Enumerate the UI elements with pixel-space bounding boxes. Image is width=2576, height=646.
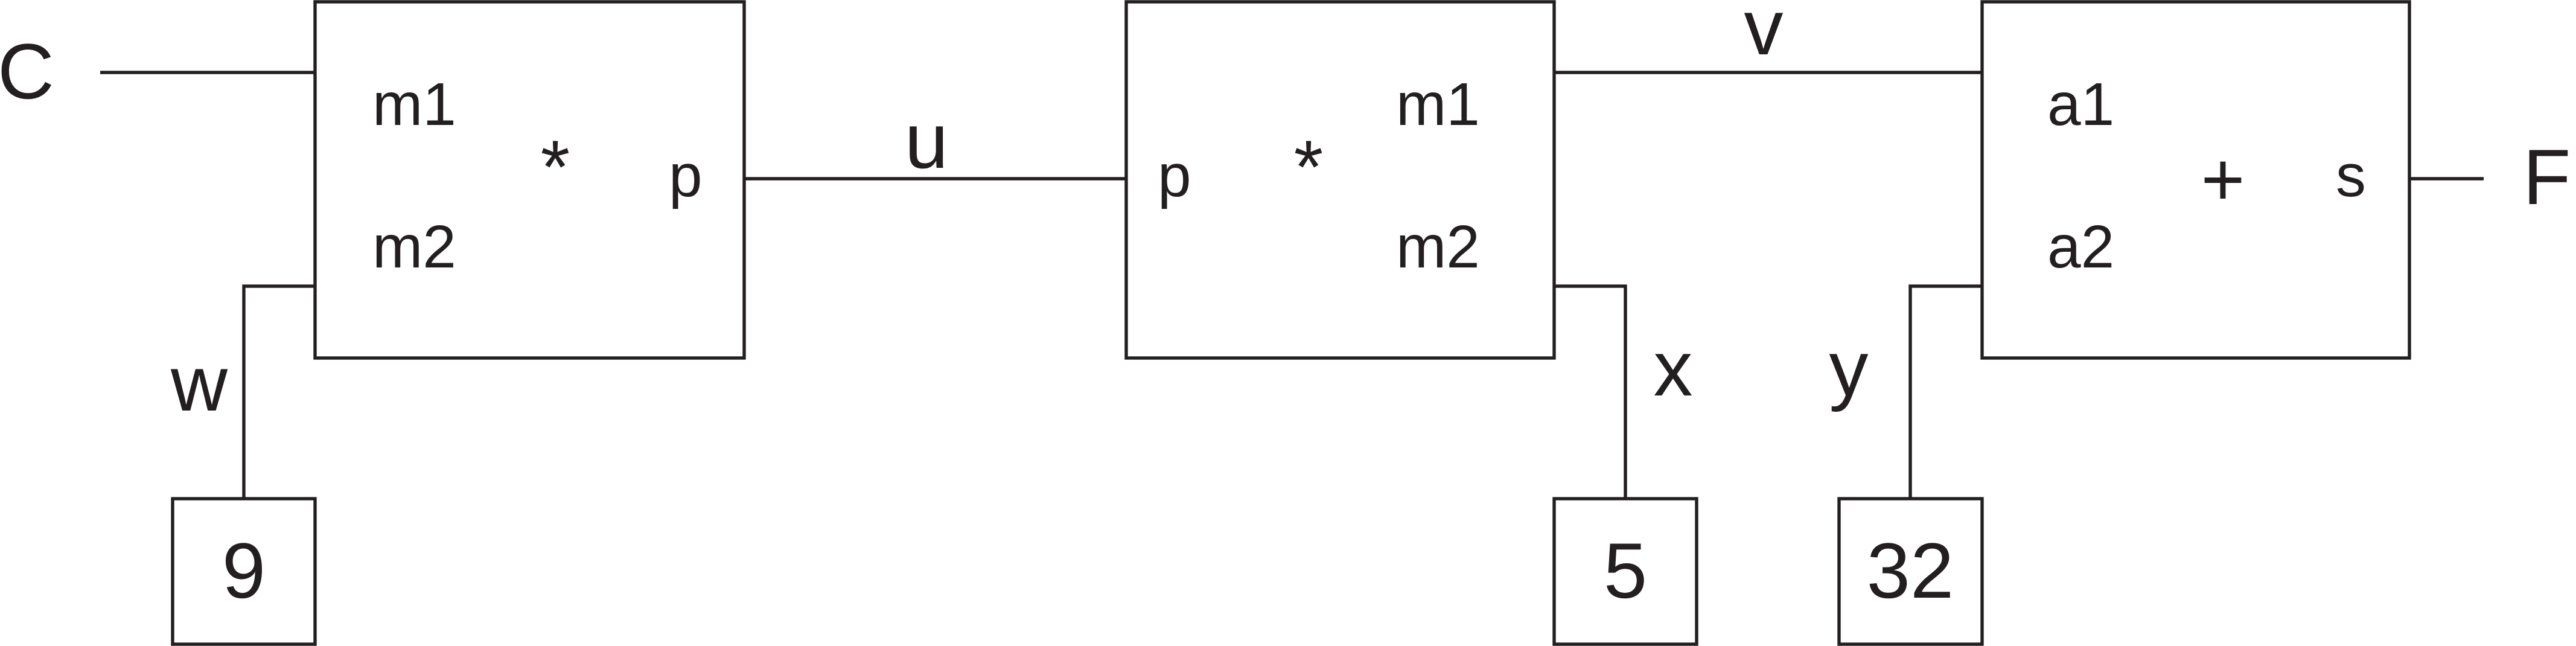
port-p: p <box>1158 142 1191 209</box>
multiplier-box-2 <box>1124 0 1556 360</box>
wire-label-x: x <box>1654 324 1693 412</box>
wire-label-w: w <box>170 339 228 427</box>
input-label-c: C <box>0 27 54 115</box>
port-m2: m2 <box>372 213 456 281</box>
wire-x <box>1554 284 1627 499</box>
constant-5: 5 <box>1552 497 1698 646</box>
port-m1: m1 <box>372 71 456 138</box>
multiplier-block-2: p * m1 m2 <box>1124 0 1556 360</box>
constant-box <box>1837 497 1984 646</box>
wire-w <box>242 284 315 499</box>
wire-label-v: v <box>1744 0 1784 71</box>
constant-value: 5 <box>1604 526 1647 615</box>
wire-y <box>1908 284 1982 499</box>
constant-box <box>171 497 317 646</box>
multiply-operator: * <box>541 126 570 209</box>
multiplier-box-1 <box>313 0 746 360</box>
wire-label-u: u <box>905 97 948 185</box>
constant-value: 32 <box>1867 526 1954 615</box>
add-operator: + <box>2201 138 2245 222</box>
port-a2: a2 <box>2047 213 2114 281</box>
constant-value: 9 <box>222 526 266 615</box>
port-p: p <box>669 142 703 209</box>
multiply-operator: * <box>1294 126 1324 209</box>
port-a1: a1 <box>2047 71 2114 138</box>
multiplier-block-1: m1 m2 * p <box>313 0 746 360</box>
port-m2: m2 <box>1396 213 1480 281</box>
port-s: s <box>2336 142 2366 209</box>
output-label-f: F <box>2523 133 2571 221</box>
adder-box <box>1980 0 2411 360</box>
adder-block: a1 a2 + s <box>1980 0 2411 360</box>
constant-9: 9 <box>171 497 317 646</box>
constant-32: 32 <box>1837 497 1984 646</box>
wire-label-y: y <box>1829 324 1869 412</box>
constant-box <box>1552 497 1698 646</box>
port-m1: m1 <box>1396 71 1480 138</box>
